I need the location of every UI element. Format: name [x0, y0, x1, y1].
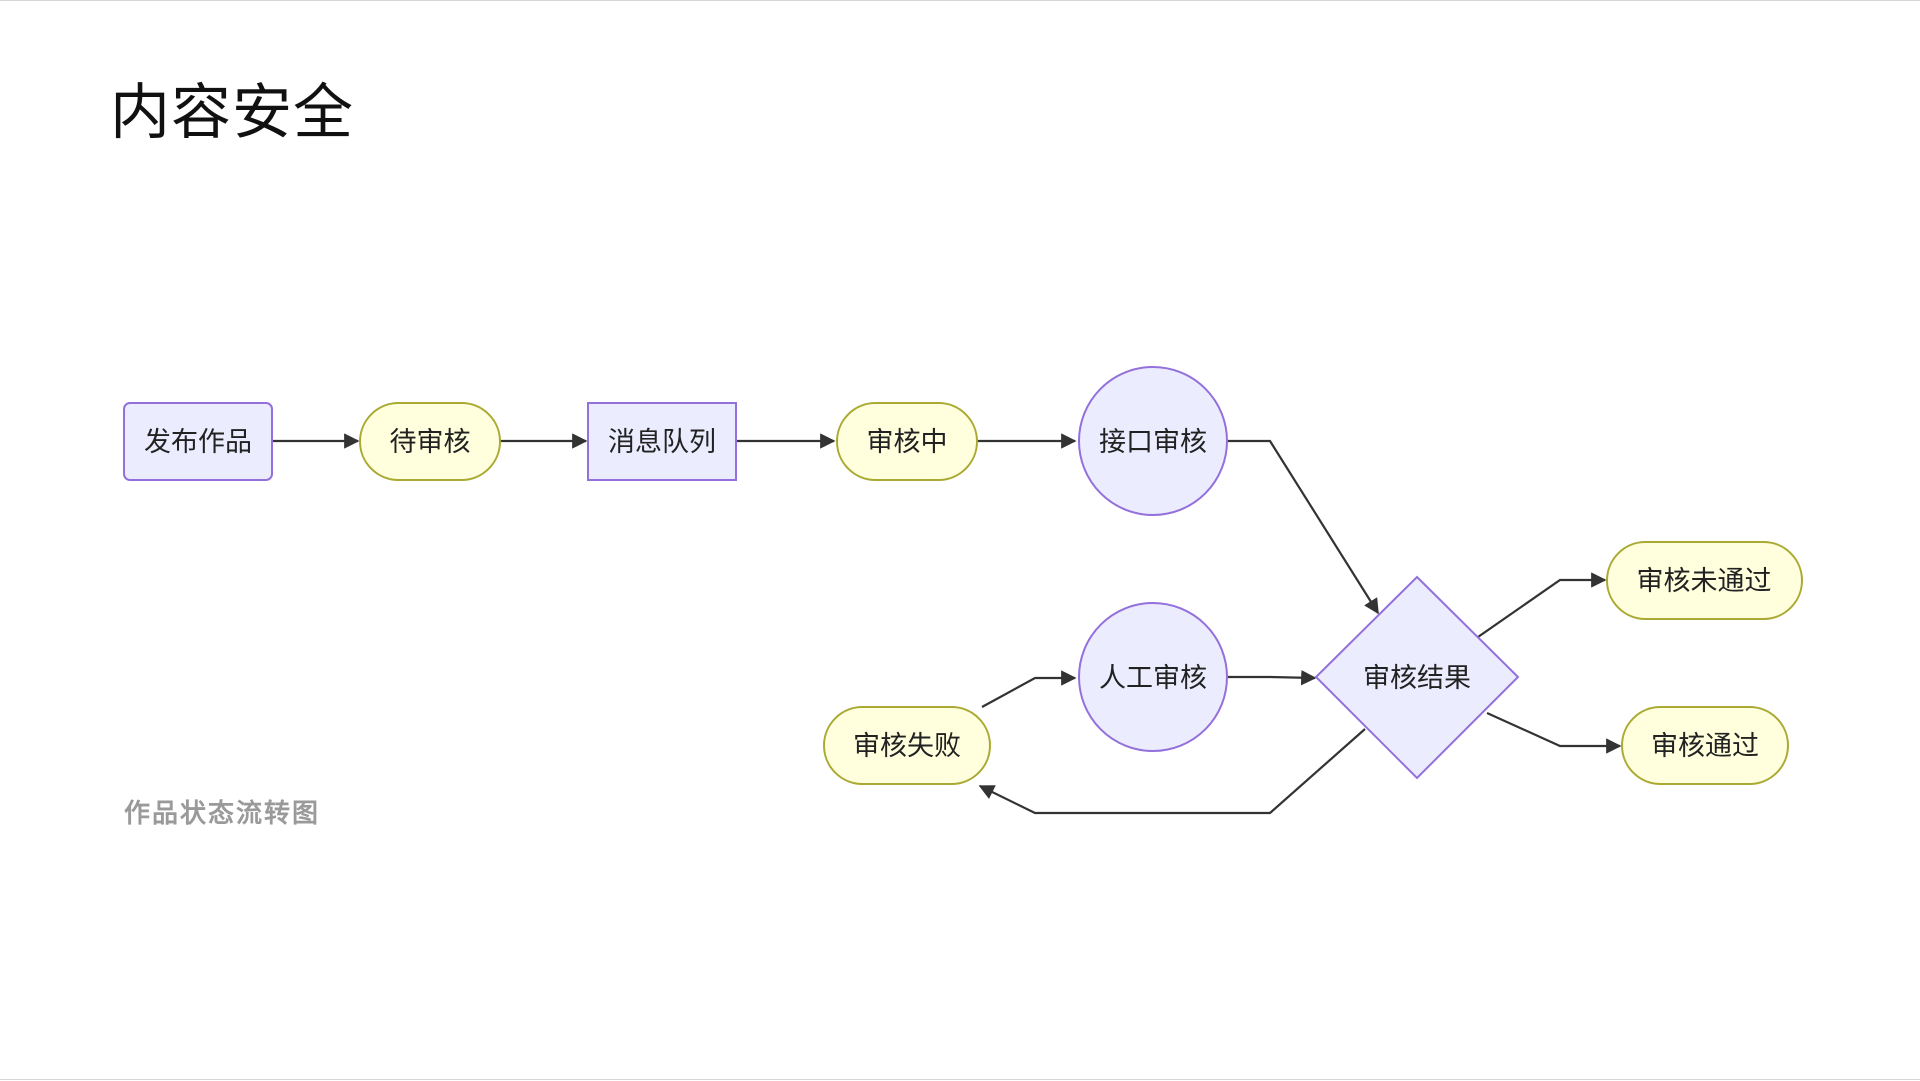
diagram-caption: 作品状态流转图 [124, 799, 321, 829]
edge-manual-review-to-result [1228, 669, 1317, 686]
page-title: 内容安全 [110, 78, 354, 148]
node-publish-label: 发布作品 [144, 427, 252, 458]
node-failed: 审核失败 [823, 706, 991, 785]
node-api-review-label: 接口审核 [1099, 427, 1207, 458]
edge-result-to-failed [978, 728, 1366, 815]
node-manual-review-label: 人工审核 [1099, 663, 1207, 694]
node-api-review: 接口审核 [1078, 366, 1228, 516]
edge-failed-to-manual-review [981, 670, 1077, 708]
node-queue: 消息队列 [587, 402, 737, 481]
node-reviewing: 审核中 [836, 402, 978, 481]
node-queue-label: 消息队列 [608, 427, 716, 458]
node-pending-label: 待审核 [390, 427, 471, 458]
node-pending: 待审核 [359, 402, 501, 481]
node-approved: 审核通过 [1621, 706, 1789, 785]
node-approved-label: 审核通过 [1651, 731, 1759, 762]
node-failed-label: 审核失败 [853, 731, 961, 762]
node-result-label: 审核结果 [1363, 663, 1471, 694]
edges [272, 433, 1622, 815]
node-result: 审核结果 [1314, 575, 1520, 780]
edge-result-to-approved [1486, 711, 1622, 754]
node-manual-review: 人工审核 [1078, 602, 1228, 752]
edge-api-review-to-result [1228, 439, 1379, 615]
node-rejected: 审核未通过 [1606, 541, 1803, 620]
node-publish: 发布作品 [123, 402, 273, 481]
node-rejected-label: 审核未通过 [1637, 566, 1772, 597]
node-reviewing-label: 审核中 [867, 427, 948, 458]
edge-result-to-rejected [1477, 572, 1607, 638]
